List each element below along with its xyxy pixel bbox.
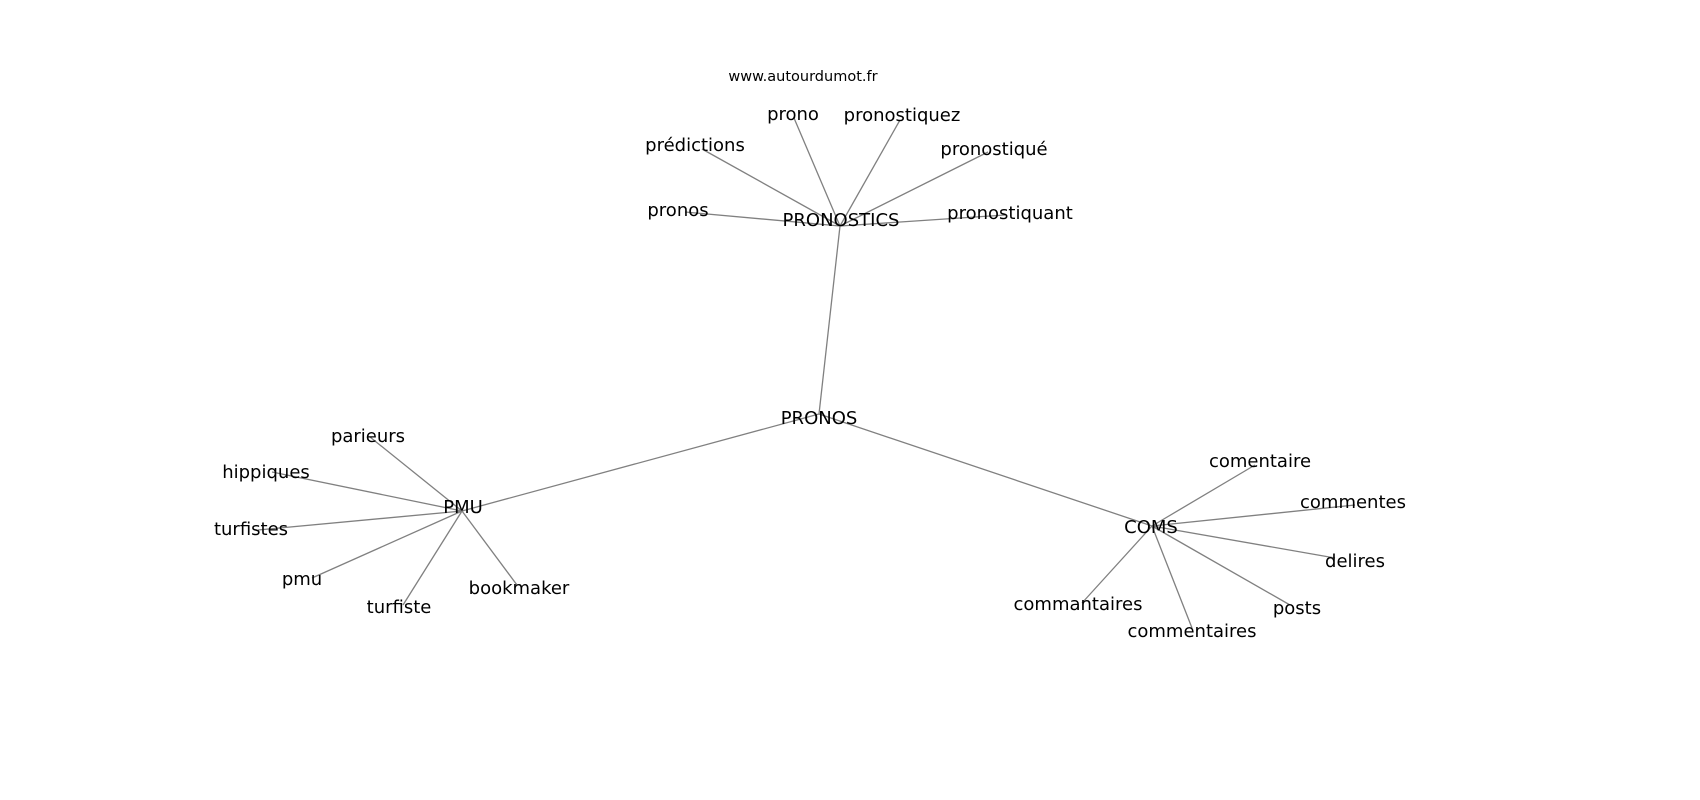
edge-coms-delires [1151, 525, 1336, 559]
node-pronostics[interactable]: PRONOSTICS [783, 210, 900, 231]
node-coms[interactable]: COMS [1124, 517, 1178, 538]
edge-pmu-bookmaker [461, 510, 518, 586]
node-bookmaker[interactable]: bookmaker [469, 578, 570, 599]
edge-pronos-coms [818, 413, 1153, 527]
node-pronostiquant[interactable]: pronostiquant [947, 203, 1073, 224]
edge-pmu-parieurs [369, 436, 463, 512]
edge-pmu-hippiques [271, 471, 463, 512]
node-turfiste[interactable]: turfiste [367, 597, 432, 618]
edge-pronostics-pronostique [839, 151, 989, 227]
edge-coms-posts [1151, 525, 1291, 606]
edge-coms-commentaires [1151, 525, 1193, 629]
node-pmu[interactable]: pmu [282, 569, 322, 590]
edge-coms-commantaires [1081, 525, 1153, 604]
node-pronos[interactable]: pronos [647, 200, 708, 221]
node-commentaires[interactable]: commentaires [1127, 621, 1256, 642]
edge-coms-commentes [1151, 504, 1356, 527]
node-prono[interactable]: prono [767, 104, 819, 125]
node-hippiques[interactable]: hippiques [222, 462, 310, 483]
node-pronostique[interactable]: pronostiqué [940, 139, 1047, 160]
edge-coms-comentaire [1151, 464, 1256, 527]
node-turfistes[interactable]: turfistes [214, 519, 288, 540]
edge-pmu-turfiste [402, 510, 463, 606]
edge-pronostics-prono [793, 117, 841, 227]
node-predictions[interactable]: prédictions [645, 135, 745, 156]
node-delires[interactable]: delires [1325, 551, 1385, 572]
node-pmu[interactable]: PMU [443, 497, 483, 518]
edge-pmu-pmu [311, 510, 463, 579]
edge-pronostics-pronostiquant [839, 214, 1006, 227]
edge-pronos-pronostics [818, 225, 841, 415]
node-comentaire[interactable]: comentaire [1209, 451, 1311, 472]
edge-pmu-turfistes [257, 510, 463, 531]
node-commantaires[interactable]: commantaires [1014, 594, 1143, 615]
node-pronostiquez[interactable]: pronostiquez [844, 105, 961, 126]
node-pronos[interactable]: PRONOS [781, 408, 858, 429]
node-posts[interactable]: posts [1273, 598, 1321, 619]
edge-pronos-pmu [461, 413, 820, 512]
source-label: www.autourdumot.fr [728, 69, 877, 85]
edges-layer [257, 117, 1356, 629]
edge-pronostics-pronos [684, 211, 841, 227]
node-commentes[interactable]: commentes [1300, 492, 1406, 513]
edge-pronostics-pronostiquez [839, 119, 901, 227]
node-parieurs[interactable]: parieurs [331, 426, 405, 447]
edge-pronostics-predictions [701, 148, 841, 227]
labels-layer: PRONOS PRONOSTICS PMU COMS prono pronostiquez… [214, 104, 1406, 642]
